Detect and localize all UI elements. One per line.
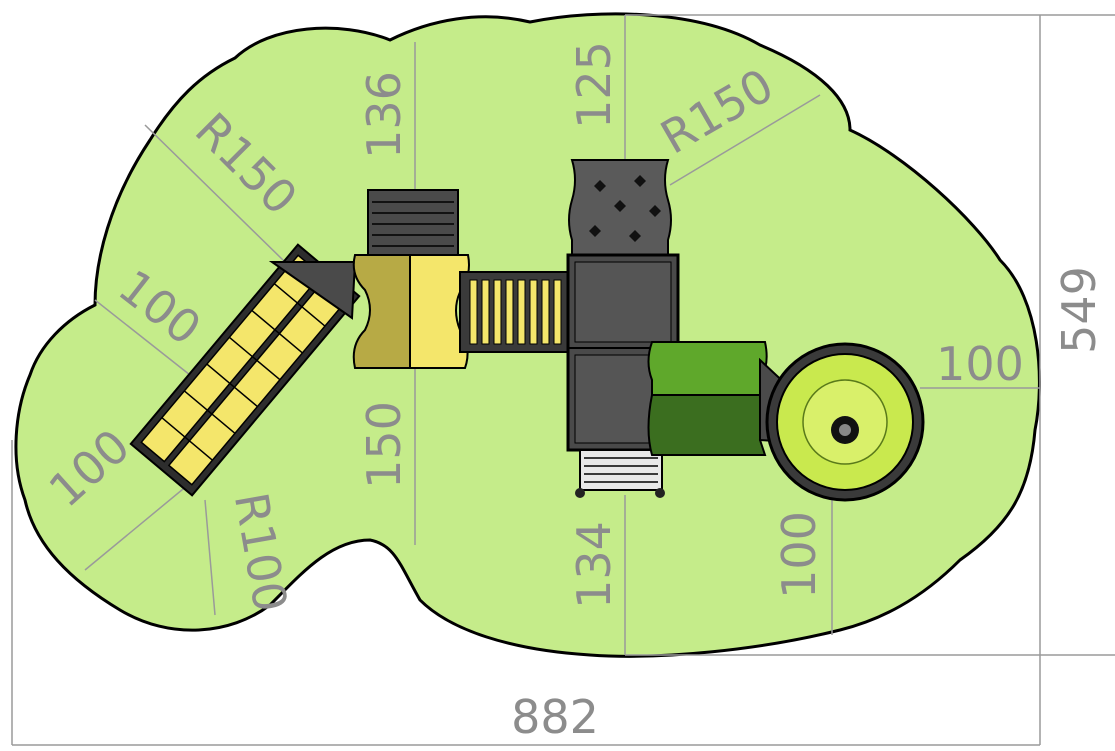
ladder-bottom <box>575 449 665 498</box>
green-tower <box>647 341 768 456</box>
bottom-offset-mid-label: 134 <box>567 521 621 609</box>
ladder-top <box>367 189 459 256</box>
overall-width-label: 882 <box>511 690 599 744</box>
bottom-offset-right-label: 100 <box>772 511 826 599</box>
crawl-tunnel <box>459 271 573 353</box>
center-offset-label: 150 <box>357 401 411 489</box>
overall-height-label: 549 <box>1052 266 1106 354</box>
right-offset-label: 100 <box>936 337 1024 391</box>
top-offset-left-label: 136 <box>357 71 411 159</box>
slide <box>129 243 361 497</box>
climbing-wall <box>568 159 672 256</box>
spiral-slide <box>765 342 925 502</box>
top-offset-right-label: 125 <box>567 41 621 129</box>
slide-platform <box>268 261 357 320</box>
left-tower <box>352 254 470 369</box>
dimension-lines <box>11 14 1115 746</box>
